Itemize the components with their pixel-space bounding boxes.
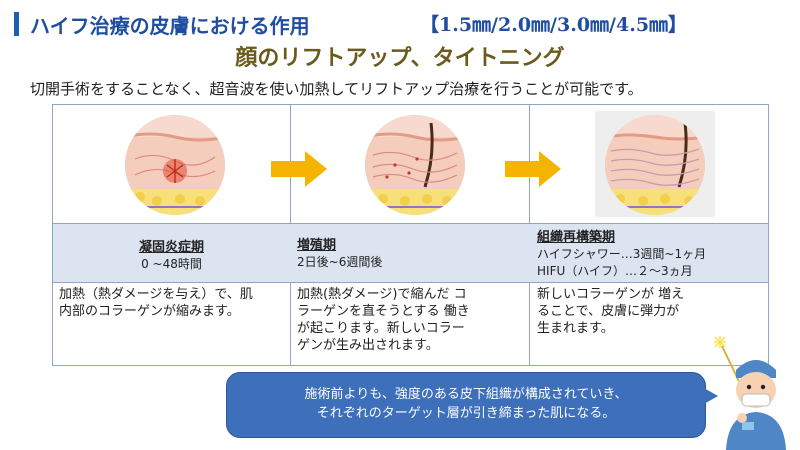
description-line: 生まれます。 — [537, 321, 614, 336]
page-title: ハイフ治療の皮膚における作用 — [30, 14, 310, 38]
description-line: 加熱（熱ダメージを与え）で、肌 — [59, 287, 253, 302]
callout-line: それぞれのターゲット層が引き締まった肌になる。 — [316, 406, 616, 421]
phase-period: 0 ~48時間 — [141, 257, 202, 271]
arrow-right-icon — [505, 151, 561, 187]
phase-name: 組織再構築期 — [537, 230, 616, 245]
title-accent-bar — [14, 12, 19, 36]
skin-cross-section-proliferation-icon — [365, 115, 465, 215]
skin-cross-section-remodeling-icon — [605, 115, 705, 215]
description-line: ゲンが生み出されます。 — [297, 338, 439, 353]
title-bar: ハイフ治療の皮膚における作用 【1.5㎜/2.0㎜/3.0㎜/4.5㎜】 — [8, 4, 792, 40]
intro-text: 切開手術をすることなく、超音波を使い加熱してリフトアップ治療を行うことが可能です… — [30, 80, 643, 98]
illustration-row — [53, 105, 768, 223]
skin-cross-section-inflammation-icon — [125, 115, 225, 215]
phase-description: 加熱(熱ダメージ)で縮んだ コ ラーゲンを直そうとする 働き が起こります。新し… — [297, 286, 523, 354]
phase-period: 2日後~6週間後 — [297, 255, 383, 269]
description-line: 加熱(熱ダメージ)で縮んだ コ — [297, 287, 467, 302]
phase-cell: 増殖期 2日後~6週間後 — [297, 224, 527, 292]
description-row: 加熱（熱ダメージを与え）で、肌 内部のコラーゲンが縮みます。 加熱(熱ダメージ)… — [53, 282, 768, 365]
phase-name: 増殖期 — [297, 238, 337, 253]
phase-cell: 凝固炎症期 0 ~48時間 — [53, 224, 290, 294]
phase-description: 加熱（熱ダメージを与え）で、肌 内部のコラーゲンが縮みます。 — [59, 286, 285, 320]
depth-sizes: 【1.5㎜/2.0㎜/3.0㎜/4.5㎜】 — [420, 14, 688, 36]
subtitle: 顔のリフトアップ、タイトニング — [235, 45, 565, 71]
phase-row: 凝固炎症期 0 ~48時間 増殖期 2日後~6週間後 組織再構築期 ハイフシャワ… — [53, 223, 768, 283]
summary-callout: 施術前よりも、強度のある皮下組織が構成されていき、 それぞれのターゲット層が引き… — [226, 372, 706, 438]
phase-period: HIFU（ハイフ）…２～3ヵ月 — [537, 264, 693, 278]
phase-table: 凝固炎症期 0 ~48時間 増殖期 2日後~6週間後 組織再構築期 ハイフシャワ… — [52, 104, 769, 366]
phase-period: ハイフシャワー…3週間~1ヶ月 — [537, 247, 707, 261]
phase-name: 凝固炎症期 — [138, 240, 204, 255]
arrow-right-icon — [271, 151, 327, 187]
callout-line: 施術前よりも、強度のある皮下組織が構成されていき、 — [304, 387, 628, 402]
description-line: ることで、皮膚に弾力が — [537, 304, 680, 319]
description-line: 新しいコラーゲンが 増え — [537, 287, 685, 302]
description-line: が起こります。新しいコラー — [297, 321, 465, 336]
description-line: ラーゲンを直そうとする 働き — [297, 304, 470, 319]
phase-cell: 組織再構築期 ハイフシャワー…3週間~1ヶ月 HIFU（ハイフ）…２～3ヵ月 — [537, 224, 767, 284]
description-line: 内部のコラーゲンが縮みます。 — [59, 304, 240, 319]
callout-pointer — [704, 388, 718, 404]
phase-description: 新しいコラーゲンが 増え ることで、皮膚に弾力が 生まれます。 — [537, 286, 763, 337]
doctor-illustration-icon — [714, 336, 786, 450]
